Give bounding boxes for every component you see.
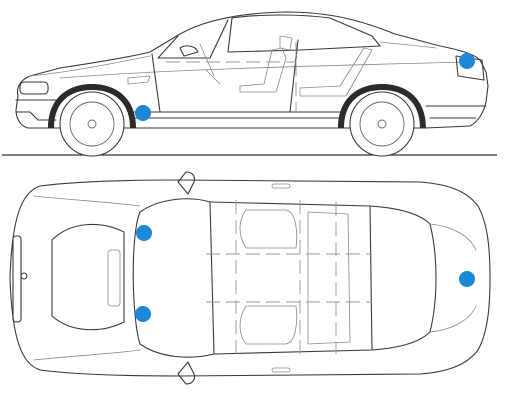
side-view xyxy=(2,11,497,157)
left-handle xyxy=(271,183,291,189)
brand-badge xyxy=(20,272,28,280)
marker-top-front-left[interactable] xyxy=(136,225,152,241)
front-left-seat xyxy=(239,209,298,249)
front-right-seat xyxy=(239,305,298,345)
rear-bumper xyxy=(425,105,487,119)
front-wheel-well xyxy=(48,84,136,128)
front-grille xyxy=(12,235,22,323)
rear-wheel-well xyxy=(338,84,426,128)
side-gill xyxy=(127,75,151,85)
door-outline xyxy=(151,39,299,113)
side-mirror xyxy=(179,45,199,57)
marker-side-rear-panel[interactable] xyxy=(459,53,475,69)
top-windshield xyxy=(132,198,215,358)
hood-left-crease xyxy=(33,195,141,207)
right-handle xyxy=(271,367,291,373)
hood-vent xyxy=(107,249,121,307)
top-rear-window xyxy=(369,205,437,351)
rear-window xyxy=(379,41,437,49)
hood-dome xyxy=(51,223,125,331)
rear-hub xyxy=(377,119,387,129)
windshield xyxy=(157,19,229,59)
headlight xyxy=(19,81,49,95)
side-window xyxy=(227,14,381,53)
side-sill xyxy=(131,111,343,119)
marker-side-front-sill[interactable] xyxy=(135,105,151,121)
hood-line xyxy=(29,55,151,77)
top-body-outline xyxy=(9,179,491,377)
rear-bench xyxy=(307,211,351,345)
front-hub xyxy=(87,119,97,129)
marker-top-rear[interactable] xyxy=(459,271,475,287)
top-right-mirror xyxy=(177,361,196,385)
marker-top-front-right[interactable] xyxy=(135,306,151,322)
front-seat xyxy=(239,35,293,93)
top-left-mirror xyxy=(177,171,196,195)
steering-wheel xyxy=(199,43,221,85)
shoulder-line xyxy=(59,61,471,79)
rear-seat xyxy=(299,47,373,97)
hood-right-crease xyxy=(33,349,141,361)
top-view xyxy=(9,171,491,385)
front-bumper xyxy=(15,99,57,121)
trunk-outline xyxy=(429,223,477,333)
top-cabin xyxy=(209,201,373,355)
